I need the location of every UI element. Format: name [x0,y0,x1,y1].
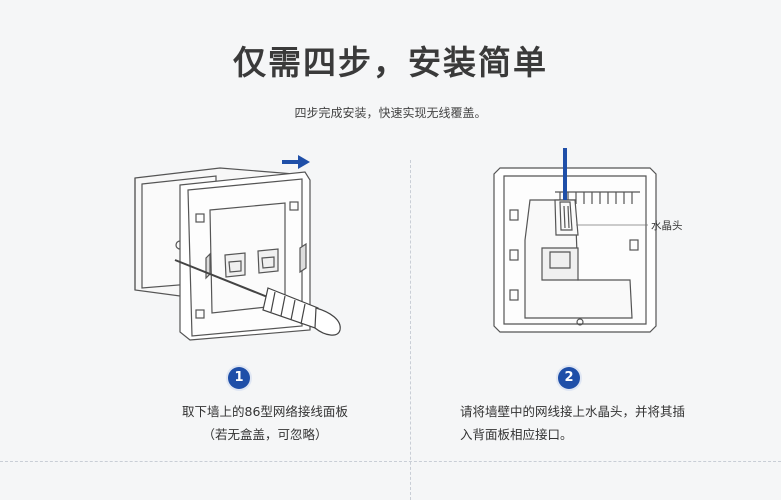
page-subtitle: 四步完成安装，快速实现无线覆盖。 [294,106,487,120]
direction-arrow-icon [282,155,310,169]
step-2-description: 请将墙壁中的网线接上水晶头，并将其插 入背面板相应接口。 [460,400,720,446]
step-1-line-2: （若无盒盖，可忽略） [202,427,328,442]
step-1-description: 取下墙上的86型网络接线面板 （若无盒盖，可忽略） [150,400,380,446]
step-1-line-1: 取下墙上的86型网络接线面板 [182,404,348,419]
step-2-line-1: 请将墙壁中的网线接上水晶头，并将其插 [460,404,686,419]
connector-callout-label: 水晶头 [651,220,683,232]
step-2-line-2: 入背面板相应接口。 [460,427,573,442]
step2-illustration [493,148,657,333]
step-2-badge: 2 [558,367,580,389]
column-divider [410,160,411,500]
page-title: 仅需四步，安装简单 [233,43,548,82]
row-divider [0,461,781,462]
step1-illustration [134,155,341,341]
step-1-badge: 1 [228,367,250,389]
